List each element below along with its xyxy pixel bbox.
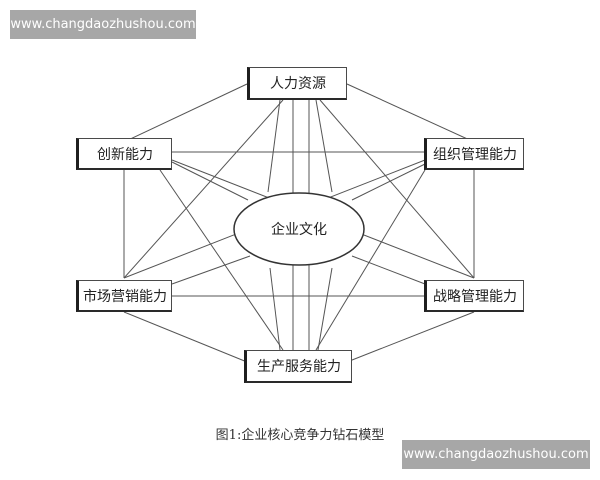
connector-line bbox=[123, 311, 248, 363]
connector-line bbox=[171, 255, 251, 285]
node-top: 人力资源 bbox=[247, 67, 347, 100]
connector-line bbox=[351, 255, 426, 285]
connector-line bbox=[317, 267, 333, 351]
watermark-top: www.changdaozhushou.com bbox=[10, 10, 196, 39]
connector-line bbox=[269, 267, 281, 351]
connector-line bbox=[346, 83, 475, 143]
connector-line bbox=[315, 169, 426, 351]
figure-caption: 图1:企业核心竞争力钻石模型 bbox=[215, 428, 385, 443]
connector-line bbox=[346, 311, 475, 363]
node-bottom: 生产服务能力 bbox=[244, 350, 352, 383]
connector-line bbox=[123, 99, 284, 279]
connector-line bbox=[171, 161, 249, 201]
connector-line bbox=[315, 99, 333, 193]
node-lower-right: 战略管理能力 bbox=[424, 280, 524, 312]
center-ellipse bbox=[233, 192, 365, 266]
connector-line bbox=[159, 169, 284, 351]
connector-line bbox=[319, 99, 475, 279]
connector-line bbox=[351, 163, 426, 201]
node-lower-left: 市场营销能力 bbox=[76, 280, 172, 312]
center-label: 企业文化 bbox=[271, 222, 327, 238]
node-upper-right: 组织管理能力 bbox=[424, 138, 524, 170]
watermark-bottom: www.changdaozhushou.com bbox=[402, 440, 590, 469]
connector-line bbox=[123, 83, 248, 143]
node-upper-left: 创新能力 bbox=[76, 138, 172, 170]
connector-line bbox=[267, 99, 281, 193]
